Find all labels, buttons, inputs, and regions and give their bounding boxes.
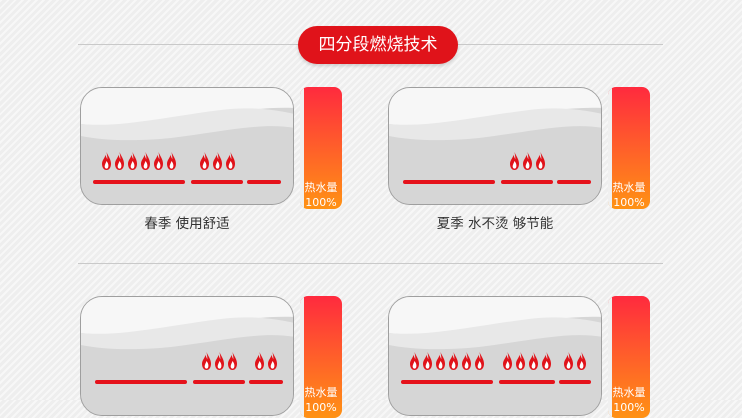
flame-icon (436, 352, 445, 370)
flame-icon (102, 152, 111, 170)
burner-bar (401, 380, 493, 384)
mode-card-4: 热水量 100% (388, 296, 650, 418)
flame-row (501, 152, 553, 172)
gauge-edge (608, 87, 612, 209)
flame-icon (542, 352, 551, 370)
flame-icon (522, 152, 532, 170)
flame-icon (115, 152, 124, 170)
flame-icon (564, 352, 573, 370)
burner-bar (193, 380, 245, 384)
flame-icon (577, 352, 586, 370)
flame-icon (268, 352, 277, 370)
card-caption: 夏季 水不烫 够节能 (436, 216, 554, 232)
flame-row (499, 352, 555, 372)
burner-bar (191, 180, 243, 184)
burner-group-2 (191, 152, 243, 184)
flame-icon (167, 152, 176, 170)
burner-bar (559, 380, 591, 384)
flame-row (193, 352, 245, 372)
flame-row (249, 352, 283, 372)
hot-water-gauge: 热水量 100% (300, 87, 342, 209)
burner-bar (247, 180, 281, 184)
burner-group-1 (401, 352, 493, 384)
flame-icon (227, 352, 237, 370)
flame-row (403, 152, 495, 172)
gauge-edge (300, 296, 304, 418)
panel-background (389, 297, 601, 415)
card-caption: 春季 使用舒适 (144, 216, 230, 232)
divider-middle (78, 263, 663, 264)
burner-bar (95, 380, 187, 384)
burner-bar (403, 180, 495, 184)
flame-icon (535, 152, 545, 170)
flame-icon (214, 352, 224, 370)
burner-bar (501, 180, 553, 184)
gauge-label: 热水量 (612, 386, 646, 399)
flame-row (559, 352, 591, 372)
flame-icon (462, 352, 471, 370)
burner-group-3 (247, 152, 281, 184)
burner-panel (388, 87, 602, 205)
burner-group-2 (193, 352, 245, 384)
panel-background (81, 297, 293, 415)
burner-panel (388, 296, 602, 416)
gauge-edge (300, 87, 304, 209)
burner-group-2 (501, 152, 553, 184)
flame-icon (141, 152, 150, 170)
flame-icon (225, 152, 235, 170)
flame-icon (199, 152, 209, 170)
gauge-label: 热水量 (304, 181, 338, 194)
hot-water-gauge: 热水量 100% (608, 87, 650, 209)
panel-background (81, 88, 293, 204)
burner-group-3 (557, 152, 591, 184)
flame-row (191, 152, 243, 172)
gauge-label: 热水量 (304, 386, 338, 399)
gauge-edge (608, 296, 612, 418)
burner-group-3 (249, 352, 283, 384)
flame-icon (503, 352, 512, 370)
burner-bar (93, 180, 185, 184)
burner-bar (249, 380, 283, 384)
burner-group-3 (559, 352, 591, 384)
burner-group-1 (403, 152, 495, 184)
flame-icon (255, 352, 264, 370)
panel-background (389, 88, 601, 204)
gauge-percent: 100% (305, 401, 337, 414)
flame-icon (410, 352, 419, 370)
section-title: 四分段燃烧技术 (298, 26, 458, 64)
burner-group-1 (93, 152, 185, 184)
burner-bar (499, 380, 555, 384)
gauge-label: 热水量 (612, 181, 646, 194)
gauge-percent: 100% (613, 401, 645, 414)
burner-panel (80, 87, 294, 205)
flame-icon (475, 352, 484, 370)
mode-card-3: 热水量 100% (80, 296, 342, 418)
flame-icon (128, 152, 137, 170)
flame-icon (516, 352, 525, 370)
flame-icon (154, 152, 163, 170)
flame-row (247, 152, 281, 172)
flame-icon (529, 352, 538, 370)
burner-group-2 (499, 352, 555, 384)
flame-icon (212, 152, 222, 170)
flame-icon (201, 352, 211, 370)
gauge-percent: 100% (613, 196, 645, 209)
flame-row (401, 352, 493, 372)
mode-card-1: 热水量 100% 春季 使用舒适 (80, 87, 342, 232)
flame-icon (423, 352, 432, 370)
mode-card-2: 热水量 100% 夏季 水不烫 够节能 (388, 87, 650, 232)
burner-panel (80, 296, 294, 416)
flame-row (95, 352, 187, 372)
flame-row (557, 152, 591, 172)
burner-group-1 (95, 352, 187, 384)
gauge-percent: 100% (305, 196, 337, 209)
flame-icon (449, 352, 458, 370)
flame-row (93, 152, 185, 172)
burner-bar (557, 180, 591, 184)
flame-icon (509, 152, 519, 170)
